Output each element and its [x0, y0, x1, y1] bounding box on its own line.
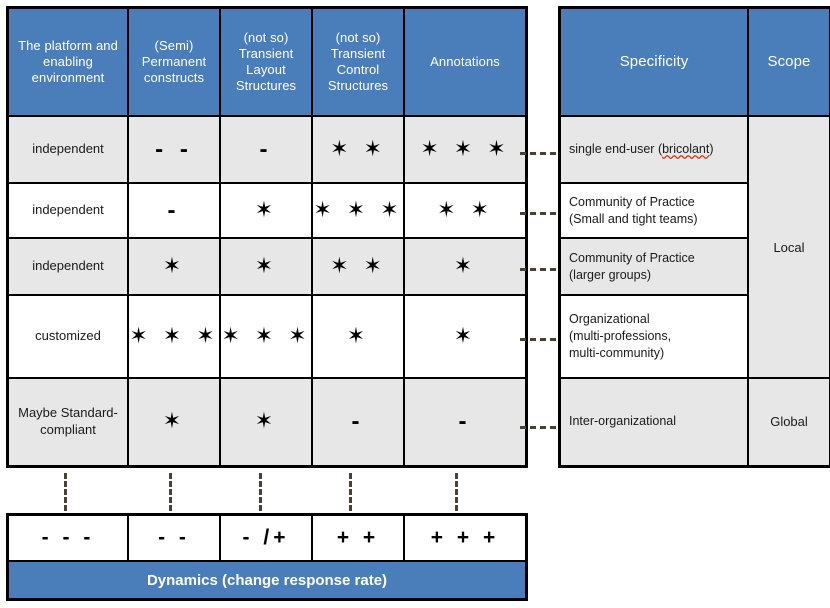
dynamics-table: - - - - - - /+ + + + + + Dynamics (chang… [6, 513, 528, 601]
row-label: Maybe Standard-compliant [6, 377, 129, 467]
header-semi-permanent-constructs: (Semi) Permanent constructs [127, 6, 221, 117]
spellcheck-flagged-word: bricolant [662, 142, 710, 157]
scope-cell-global: Global [747, 377, 830, 467]
rating-cell: ✶ [219, 182, 313, 239]
table-row: Community of Practice (larger groups) [558, 237, 830, 296]
specificity-text-suffix: ) [709, 142, 714, 157]
rating-cell: ✶ ✶ [311, 115, 405, 184]
connector-row-5 [520, 426, 556, 429]
scope-cell-local: Local [747, 115, 830, 379]
connector-col-semi-permanent [169, 473, 172, 511]
rating-cell: - [311, 377, 405, 467]
rating-cell: ✶ [311, 294, 405, 379]
rating-cell: ✶ ✶ ✶ [403, 115, 528, 184]
rating-cell: - [403, 377, 528, 467]
table-row: - - - - - - /+ + + + + + [6, 513, 528, 562]
rating-cell: ✶ ✶ [403, 182, 528, 239]
matrix-body: independent - - - ✶ ✶ ✶ ✶ ✶ independent … [6, 115, 528, 467]
matrix-header-row: The platform and enabling environment (S… [6, 6, 528, 117]
rating-cell: - [127, 182, 221, 239]
dynamics-cell-layout: - /+ [219, 513, 313, 562]
header-scope: Scope [747, 6, 830, 117]
dynamics-cell-platform: - - - [6, 513, 129, 562]
connector-row-4 [520, 338, 556, 341]
specificity-cell-cop-larger-groups: Community of Practice (larger groups) [558, 237, 749, 296]
table-row: independent ✶ ✶ ✶ ✶ ✶ [6, 237, 528, 296]
dynamics-body: - - - - - - /+ + + + + + Dynamics (chang… [6, 513, 528, 601]
connector-row-3 [520, 268, 556, 271]
table-row: Maybe Standard-compliant ✶ ✶ - - [6, 377, 528, 467]
right-matrix-body: single end-user (bricolant) Local Commun… [558, 115, 830, 467]
row-label: independent [6, 115, 129, 184]
capability-matrix-table: The platform and enabling environment (S… [6, 6, 528, 468]
table-row: customized ✶ ✶ ✶ ✶ ✶ ✶ ✶ ✶ [6, 294, 528, 379]
row-label: independent [6, 182, 129, 239]
right-header-row: Specificity Scope [558, 6, 830, 117]
header-transient-control-structures: (not so) Transient Control Structures [311, 6, 405, 117]
connector-col-control [349, 473, 352, 511]
table-row: independent - ✶ ✶ ✶ ✶ ✶ ✶ [6, 182, 528, 239]
rating-cell: ✶ [127, 237, 221, 296]
rating-cell: ✶ [403, 294, 528, 379]
table-row: Community of Practice (Small and tight t… [558, 182, 830, 239]
rating-cell: ✶ ✶ ✶ [311, 182, 405, 239]
rating-cell: ✶ [127, 377, 221, 467]
specificity-text-prefix: single end-user ( [569, 142, 663, 157]
table-row: independent - - - ✶ ✶ ✶ ✶ ✶ [6, 115, 528, 184]
table-row: Inter-organizational Global [558, 377, 830, 467]
dynamics-cell-control: + + [311, 513, 405, 562]
dynamics-band-label: Dynamics (change response rate) [6, 560, 528, 601]
rating-cell: ✶ [219, 237, 313, 296]
connector-row-2 [520, 212, 556, 215]
specificity-cell-organizational: Organizational (multi-professions, multi… [558, 294, 749, 379]
header-annotations: Annotations [403, 6, 528, 117]
rating-cell: ✶ ✶ ✶ [219, 294, 313, 379]
header-specificity: Specificity [558, 6, 749, 117]
header-transient-layout-structures: (not so) Transient Layout Structures [219, 6, 313, 117]
connector-col-layout [259, 473, 262, 511]
specificity-cell-single-end-user: single end-user (bricolant) [558, 115, 749, 184]
rating-cell: - - [127, 115, 221, 184]
connector-row-1 [520, 152, 556, 155]
rating-cell: ✶ ✶ ✶ [127, 294, 221, 379]
connector-col-annotations [455, 473, 458, 511]
table-row: single end-user (bricolant) Local [558, 115, 830, 379]
dynamics-cell-annotations: + + + [403, 513, 528, 562]
specificity-cell-inter-organizational: Inter-organizational [558, 377, 749, 467]
header-platform-environment: The platform and enabling environment [6, 6, 129, 117]
dynamics-band-row: Dynamics (change response rate) [6, 560, 528, 601]
rating-cell: - [219, 115, 313, 184]
rating-cell: ✶ [219, 377, 313, 467]
rating-cell: ✶ ✶ [311, 237, 405, 296]
specificity-scope-table: Specificity Scope single end-user (brico… [558, 6, 830, 468]
table-row: Organizational (multi-professions, multi… [558, 294, 830, 379]
rating-cell: ✶ [403, 237, 528, 296]
dynamics-cell-semi-permanent: - - [127, 513, 221, 562]
connector-col-platform [64, 473, 67, 511]
row-label: customized [6, 294, 129, 379]
row-label: independent [6, 237, 129, 296]
specificity-cell-cop-small-teams: Community of Practice (Small and tight t… [558, 182, 749, 239]
